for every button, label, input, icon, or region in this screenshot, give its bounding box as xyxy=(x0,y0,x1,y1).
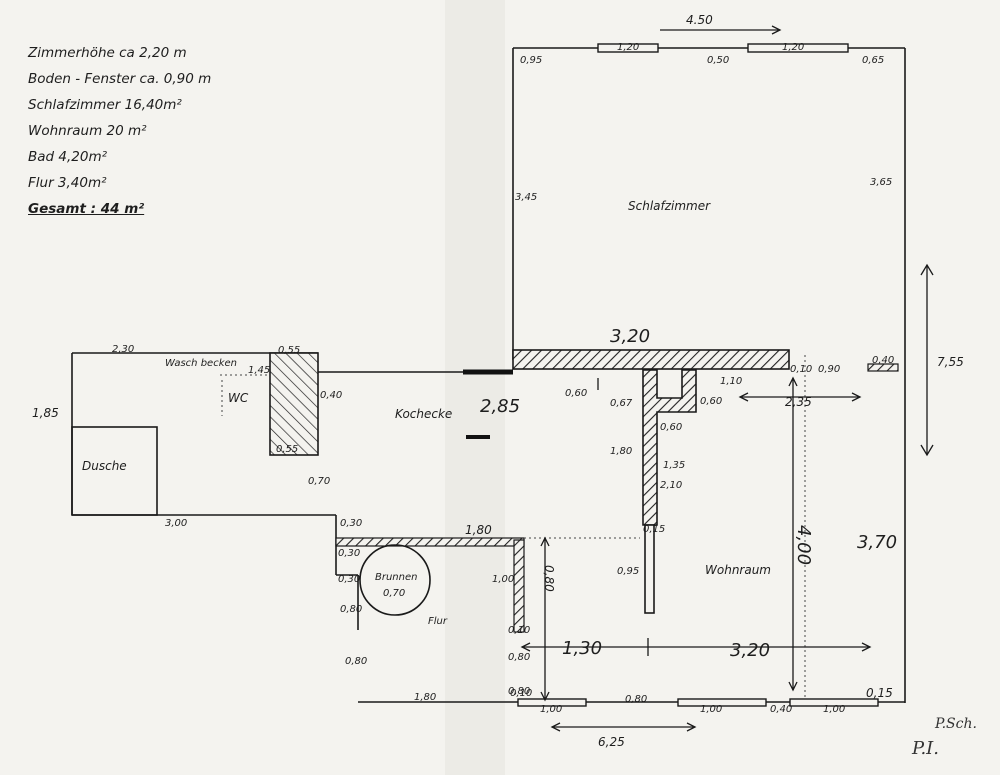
room-brunnen: Brunnen xyxy=(375,572,417,583)
dim-100w3: 1,00 xyxy=(823,704,845,715)
scan-fold xyxy=(445,0,505,775)
room-kochecke: Kochecke xyxy=(395,407,452,421)
dim-bath-top: 2,30 xyxy=(112,344,134,355)
flur-wall-vertical xyxy=(513,539,525,633)
dim-370: 3,70 xyxy=(857,532,897,553)
room-waschbecken: Wasch becken xyxy=(165,358,237,369)
dim-015: 0,15 xyxy=(643,524,665,535)
dim-130: 1,30 xyxy=(562,638,602,659)
dim-schlaf-right: 3,65 xyxy=(870,177,892,188)
dim-080v: 0,80 xyxy=(542,565,556,592)
dim-top-left: 0,95 xyxy=(520,55,542,66)
dim-090: 0,90 xyxy=(818,364,840,375)
dim-320b: 3,20 xyxy=(730,640,770,661)
room-dusche: Dusche xyxy=(82,459,127,473)
room-wc: WC xyxy=(228,391,249,405)
dim-015b: 0,15 xyxy=(866,686,893,700)
dim-110: 1,10 xyxy=(720,376,742,387)
dim-bottom-total: 6,25 xyxy=(598,735,625,749)
note-line: Wohnraum 20 m² xyxy=(28,123,147,139)
brunnen-circle xyxy=(359,544,431,616)
dim-bath-bottom: 3,00 xyxy=(165,518,187,529)
dim-040b: 0,40 xyxy=(770,704,792,715)
dim-400: 4,00 xyxy=(793,525,814,565)
dim-win-top-2: 1,20 xyxy=(782,42,804,53)
note-line: Schlafzimmer 16,40m² xyxy=(28,97,182,113)
dim-080c: 0,80 xyxy=(508,652,530,663)
dim-067: 0,67 xyxy=(610,398,633,409)
wall-stub-right xyxy=(867,363,899,372)
dim-060c: 0,60 xyxy=(660,422,682,433)
dim-top-mid: 0,50 xyxy=(707,55,729,66)
note-line: Boden - Fenster ca. 0,90 m xyxy=(28,71,212,87)
dim-030a: 0,30 xyxy=(340,518,362,529)
windows-bottom xyxy=(517,698,879,707)
dim-wall-055a: 0,55 xyxy=(278,345,300,356)
note-total: Gesamt : 44 m² xyxy=(28,201,145,217)
dim-180: 1,80 xyxy=(610,446,632,457)
dim-010: 0,10 xyxy=(790,364,812,375)
room-flur: Flur xyxy=(428,616,448,627)
flur-wall xyxy=(335,537,525,547)
dim-080a: 0,80 xyxy=(340,604,362,615)
dimension-arrows xyxy=(520,25,934,732)
wc-wall xyxy=(269,352,319,456)
dim-135: 1,35 xyxy=(663,460,685,471)
note-line: Bad 4,20m² xyxy=(28,149,108,165)
dim-kueche-070: 0,70 xyxy=(308,476,330,487)
dim-010c: 0,10 xyxy=(510,688,532,699)
dim-100w1: 1,00 xyxy=(540,704,562,715)
dim-060a: 0,60 xyxy=(565,388,587,399)
brunnen-size: 0,70 xyxy=(383,588,405,599)
dim-040r: 0,40 xyxy=(872,355,894,366)
signature-line-2: P.I. xyxy=(912,738,940,759)
dim-080b: 0,80 xyxy=(345,656,367,667)
note-line: Flur 3,40m² xyxy=(28,175,107,191)
dotted-guides xyxy=(220,355,806,700)
note-line: Zimmerhöhe ca 2,20 m xyxy=(28,45,187,61)
dim-top-right: 0,65 xyxy=(862,55,884,66)
dim-010b: 0,10 xyxy=(508,625,530,636)
dim-height-total: 7,55 xyxy=(937,355,964,369)
dim-wc-040: 0,40 xyxy=(320,390,342,401)
dim-100: 1,00 xyxy=(492,574,514,585)
dim-100w2: 1,00 xyxy=(700,704,722,715)
divider-wall xyxy=(512,349,790,370)
dim-235: 2,35 xyxy=(785,395,812,409)
dim-030c: 0,30 xyxy=(338,574,360,585)
dim-divider: 3,20 xyxy=(610,326,650,347)
windows-top xyxy=(597,43,849,53)
notes-block: Zimmerhöhe ca 2,20 m Boden - Fenster ca.… xyxy=(28,40,268,222)
room-schlafzimmer: Schlafzimmer xyxy=(628,199,711,213)
dim-180b: 1,80 xyxy=(414,692,436,703)
dim-win-top-1: 1,20 xyxy=(617,42,639,53)
dim-060b: 0,60 xyxy=(700,396,722,407)
dim-180f: 1,80 xyxy=(465,523,492,537)
dim-030b: 0,30 xyxy=(338,548,360,559)
dim-wall-055b: 0,55 xyxy=(276,444,298,455)
dim-080d: 0,80 xyxy=(508,686,530,697)
dim-080e: 0,80 xyxy=(625,694,647,705)
dim-095: 0,95 xyxy=(617,566,639,577)
dim-bath-left: 1,85 xyxy=(32,406,59,420)
dim-top-total: 4.50 xyxy=(686,13,713,27)
signature-line-1: P.Sch. xyxy=(935,716,977,732)
dim-schlaf-left: 3,45 xyxy=(515,192,537,203)
room-wohnraum: Wohnraum xyxy=(705,563,771,577)
dim-wall-145: 1,45 xyxy=(248,365,270,376)
partition xyxy=(642,369,697,614)
dim-210: 2,10 xyxy=(660,480,682,491)
dim-kueche-285: 2,85 xyxy=(480,396,520,417)
